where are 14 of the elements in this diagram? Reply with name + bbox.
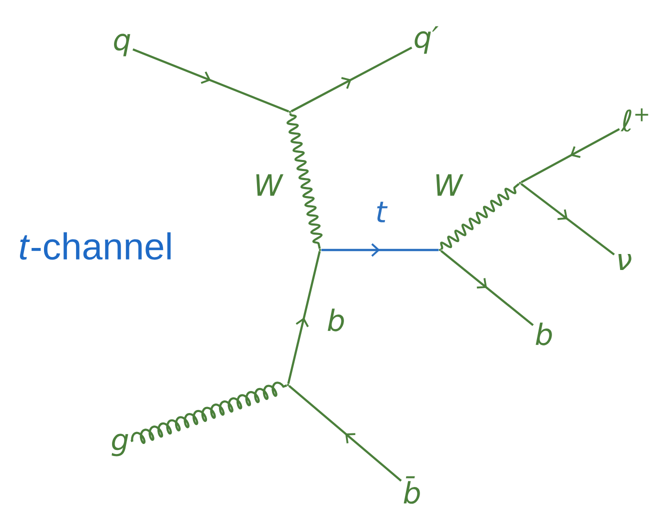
particle-label: b <box>536 322 552 346</box>
particle-label: g <box>112 434 128 456</box>
wavy-line <box>286 112 323 249</box>
particle-label: q <box>114 34 130 56</box>
edge-label: W <box>256 174 284 196</box>
channel-label: t-channel <box>20 232 171 260</box>
wavy-line <box>440 183 520 250</box>
particle-label: ℓ$^{+}$ <box>620 108 648 132</box>
particle-label: q′ <box>414 26 438 54</box>
edge-label: b <box>328 308 344 332</box>
particle-label: b̄ <box>404 476 420 504</box>
particle-label: ν <box>618 254 632 270</box>
edge-label: W <box>436 174 464 196</box>
edge-label: t <box>377 202 388 222</box>
